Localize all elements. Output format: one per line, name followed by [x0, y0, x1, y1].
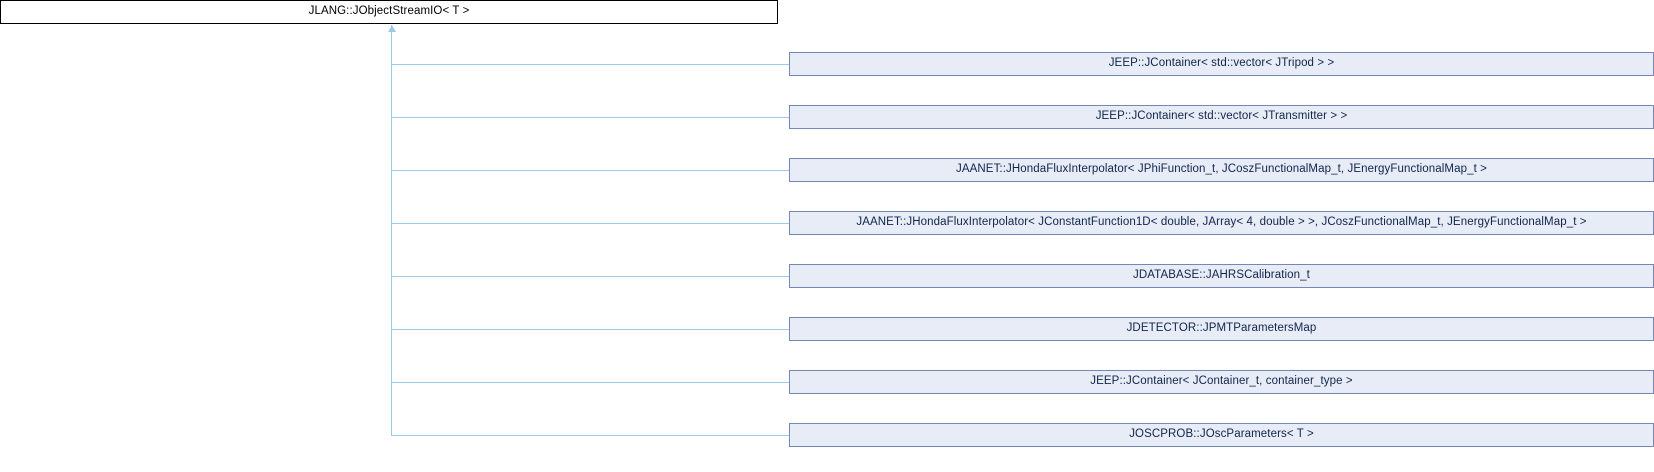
inheritance-trunk-line	[391, 25, 392, 436]
inheritance-edge	[391, 382, 789, 383]
inheritance-edge	[391, 276, 789, 277]
inheritance-edge	[391, 329, 789, 330]
derived-class-node[interactable]: JOSCPROB::JOscParameters< T >	[789, 423, 1654, 447]
base-class-node[interactable]: JLANG::JObjectStreamIO< T >	[0, 0, 778, 24]
derived-class-label: JDETECTOR::JPMTParametersMap	[1126, 322, 1317, 335]
inheritance-edge	[391, 170, 789, 171]
derived-class-label: JAANET::JHondaFluxInterpolator< JPhiFunc…	[956, 163, 1487, 176]
base-class-label: JLANG::JObjectStreamIO< T >	[308, 5, 470, 18]
inheritance-arrowhead	[388, 25, 396, 32]
derived-class-node[interactable]: JAANET::JHondaFluxInterpolator< JConstan…	[789, 211, 1654, 235]
derived-class-label: JDATABASE::JAHRSCalibration_t	[1133, 269, 1310, 282]
derived-class-label: JEEP::JContainer< std::vector< JTripod >…	[1108, 57, 1335, 70]
derived-class-label: JEEP::JContainer< std::vector< JTransmit…	[1095, 110, 1348, 123]
derived-class-label: JAANET::JHondaFluxInterpolator< JConstan…	[856, 216, 1587, 229]
inheritance-edge	[391, 223, 789, 224]
derived-class-node[interactable]: JDATABASE::JAHRSCalibration_t	[789, 264, 1654, 288]
inheritance-edge	[391, 64, 789, 65]
derived-class-node[interactable]: JAANET::JHondaFluxInterpolator< JPhiFunc…	[789, 158, 1654, 182]
derived-class-node[interactable]: JDETECTOR::JPMTParametersMap	[789, 317, 1654, 341]
derived-class-node[interactable]: JEEP::JContainer< JContainer_t, containe…	[789, 370, 1654, 394]
derived-class-node[interactable]: JEEP::JContainer< std::vector< JTransmit…	[789, 105, 1654, 129]
derived-class-node[interactable]: JEEP::JContainer< std::vector< JTripod >…	[789, 52, 1654, 76]
derived-class-label: JEEP::JContainer< JContainer_t, containe…	[1090, 375, 1353, 388]
inheritance-edge	[391, 435, 789, 436]
inheritance-edge	[391, 117, 789, 118]
derived-class-label: JOSCPROB::JOscParameters< T >	[1129, 428, 1314, 441]
